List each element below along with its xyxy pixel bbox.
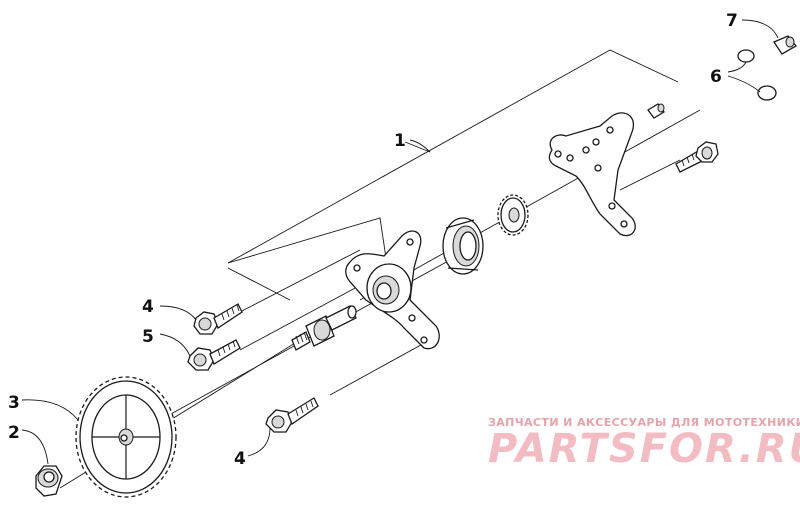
shaft-icon — [291, 305, 357, 351]
callout-2: 2 — [8, 423, 20, 443]
nut-icon — [35, 465, 63, 497]
callout-6: 6 — [710, 67, 722, 87]
callout-leaders — [21, 19, 779, 465]
o-ring-icon — [737, 49, 777, 101]
assembly-bracket-lines — [227, 49, 679, 301]
bolt-icon — [265, 397, 319, 433]
bolt-icon — [675, 141, 719, 173]
callout-4-upper: 4 — [142, 297, 154, 317]
bolt-icon — [187, 339, 241, 371]
gear-icon — [75, 376, 177, 498]
callout-1: 1 — [394, 131, 406, 151]
callout-4-lower: 4 — [234, 449, 246, 469]
bolt-icon — [193, 303, 243, 335]
callout-3: 3 — [8, 393, 20, 413]
watermark-brand: PARTSFOR.RU — [488, 426, 800, 472]
dowel-pin-icon — [647, 103, 665, 119]
bracket-icon — [548, 112, 636, 237]
bracket-icon — [345, 230, 440, 350]
watermark-subtitle: ЗАПЧАСТИ И АКСЕССУАРЫ ДЛЯ МОТОТЕХНИКИ — [488, 416, 800, 429]
gear-icon — [497, 194, 529, 236]
callout-7: 7 — [726, 11, 738, 31]
dowel-pin-icon — [773, 35, 797, 55]
bearing-icon — [442, 217, 484, 275]
callout-5: 5 — [142, 327, 154, 347]
